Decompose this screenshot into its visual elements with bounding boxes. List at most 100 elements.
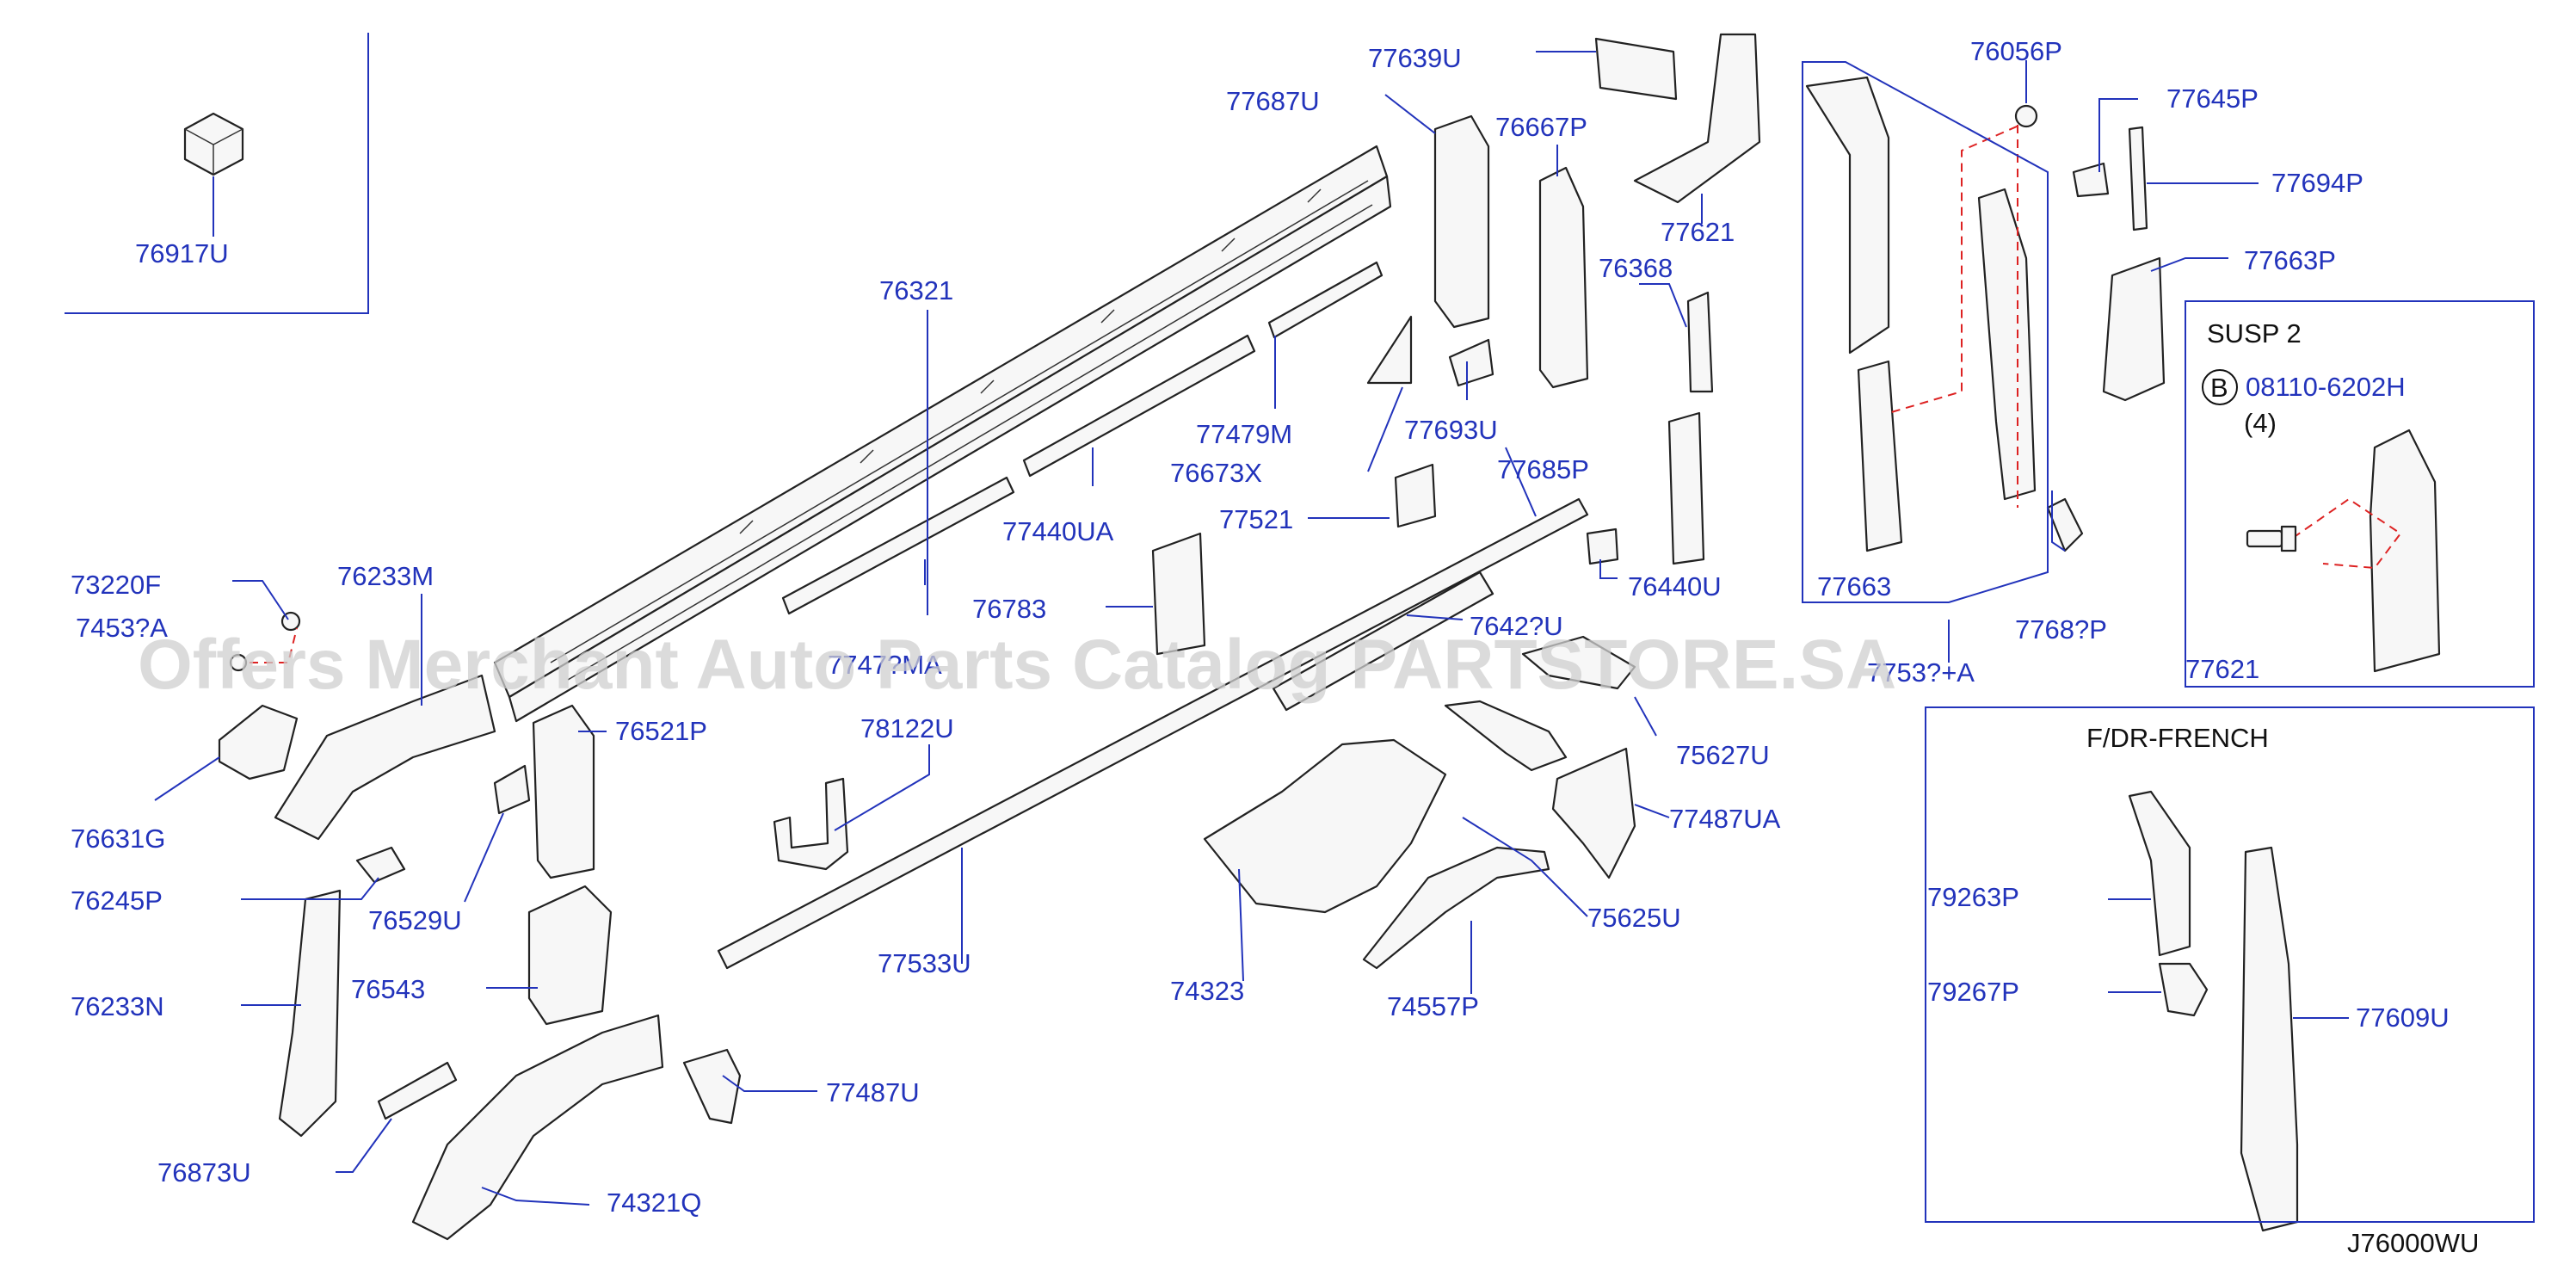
strip-part-77440ua [1022, 334, 1256, 478]
clip-part-7453xa [229, 653, 248, 672]
part-label[interactable]: 7753?+A [1867, 657, 1975, 688]
part-77663-lower [1857, 360, 1903, 552]
bolt-part-08110-6202h [2246, 525, 2297, 552]
part-label[interactable]: 79263P [1927, 882, 2019, 912]
part-label[interactable]: 76440U [1628, 571, 1722, 601]
part-label[interactable]: 76368 [1599, 253, 1673, 283]
corner-frame-76917u [65, 33, 369, 314]
strip-part-77479m [1267, 261, 1384, 339]
part-label[interactable]: 78122U [860, 713, 954, 743]
part-label[interactable]: 76673X [1170, 458, 1262, 488]
part-label[interactable]: 74321Q [607, 1188, 701, 1218]
wheelhouse-part-74323 [1203, 738, 1447, 914]
part-label[interactable]: 74323 [1170, 976, 1244, 1006]
part-label[interactable]: 77663 [1817, 571, 1891, 601]
small-part-77521 [1394, 463, 1437, 528]
bolt-quantity: (4) [2244, 408, 2277, 438]
part-label[interactable]: 77663P [2244, 245, 2336, 275]
inset-frame-french [1925, 706, 2535, 1223]
part-label[interactable]: 77685P [1497, 454, 1589, 484]
assembly-dash-lines [1888, 120, 2031, 414]
nut-part-76056p [2014, 104, 2038, 128]
part-label[interactable]: 77694P [2271, 168, 2363, 198]
part-label[interactable]: 76245P [71, 885, 163, 916]
part-label[interactable]: 77609U [2356, 1002, 2450, 1033]
part-label[interactable]: 77693U [1404, 415, 1498, 445]
part-label[interactable]: 77487UA [1669, 804, 1781, 834]
part-label[interactable]: 77533U [878, 948, 971, 978]
susp-bracket-part [2369, 429, 2441, 673]
part-label[interactable]: 75627U [1676, 740, 1770, 770]
triangle-part-76673x [1366, 315, 1413, 385]
part-label[interactable]: 76873U [157, 1157, 251, 1188]
susp-dash-lines [2292, 497, 2402, 570]
bolt-symbol-circle [2202, 369, 2238, 405]
pillar-part-76233m [274, 674, 496, 841]
part-label[interactable]: 77487U [826, 1077, 920, 1107]
part-77487ua [1551, 747, 1636, 879]
part-76529u [493, 764, 531, 815]
part-label[interactable]: 77687U [1226, 86, 1320, 116]
part-label[interactable]: 77621 [2185, 654, 2259, 684]
inset-susp: SUSP 2 B 08110-6202H (4) [2202, 318, 2406, 438]
plate-part-77621 [1633, 33, 1761, 204]
part-label[interactable]: 08110-6202H [2246, 372, 2406, 402]
strip-part-76873u [377, 1061, 458, 1120]
clip-part-77645p [2072, 162, 2110, 198]
part-label[interactable]: 77645P [2166, 83, 2259, 114]
pillar-part-76667p [1538, 166, 1589, 389]
strip-part-77694p [2128, 126, 2148, 231]
strip-part-77479ma [781, 476, 1015, 615]
part-74557p [1362, 846, 1550, 970]
part-label[interactable]: 76233M [337, 561, 434, 591]
small-part-7768xp [2046, 497, 2084, 552]
part-76245p [355, 846, 406, 884]
part-label[interactable]: 74557P [1387, 991, 1479, 1021]
part-label[interactable]: 77440UA [1002, 516, 1114, 546]
part-76440u [1667, 411, 1705, 565]
part-label[interactable]: 73220F [71, 570, 161, 600]
inset-frame-susp [2185, 300, 2535, 688]
pillar-part-77687u [1433, 114, 1490, 329]
pillar-part-76233n [278, 889, 342, 1138]
part-label[interactable]: 7747?MA [828, 650, 942, 680]
frames [65, 33, 2535, 1223]
part-label[interactable]: 76056P [1970, 36, 2062, 66]
diagram-id: J76000WU [2347, 1228, 2479, 1258]
part-label[interactable]: 76667P [1495, 112, 1587, 142]
part-label[interactable]: 76529U [368, 905, 462, 935]
part-label[interactable]: 7768?P [2015, 614, 2107, 645]
part-label[interactable]: 76321 [879, 275, 953, 305]
part-label[interactable]: 76233N [71, 991, 164, 1021]
part-75627u [1521, 635, 1636, 690]
part-label[interactable]: 77639U [1368, 43, 1462, 73]
small-part-77693u [1448, 338, 1494, 387]
part-drawings [183, 33, 2441, 1241]
part-label[interactable]: 76917U [135, 238, 229, 268]
pillar-part-77609u [2240, 846, 2299, 1232]
part-77621-inner [1977, 188, 2037, 501]
part-label[interactable]: 7453?A [76, 613, 168, 643]
rail-part-77533u [717, 497, 1589, 970]
part-74321q [411, 1014, 664, 1241]
part-label[interactable]: 7642?U [1470, 611, 1563, 641]
part-label[interactable]: 76783 [972, 594, 1046, 624]
bracket-part-77639u [1594, 37, 1678, 101]
part-label[interactable]: 76521P [615, 716, 707, 746]
part-label[interactable]: 77621 [1661, 217, 1735, 247]
part-label[interactable]: 75625U [1587, 903, 1681, 933]
sill-part-7642xu [1272, 571, 1494, 712]
part-label[interactable]: 76631G [71, 824, 165, 854]
cube-part-icon [183, 112, 244, 176]
part-76543 [527, 885, 613, 1026]
part-label[interactable]: 77479M [1196, 419, 1292, 449]
part-label[interactable]: 79267P [1927, 977, 2019, 1007]
part-79263p [2128, 790, 2191, 957]
part-label[interactable]: 77521 [1219, 504, 1293, 534]
part-76368 [1686, 291, 1714, 393]
part-label[interactable]: 76543 [351, 974, 425, 1004]
part-76783 [1151, 532, 1206, 656]
inset-french-title: F/DR-FRENCH [2086, 723, 2269, 753]
